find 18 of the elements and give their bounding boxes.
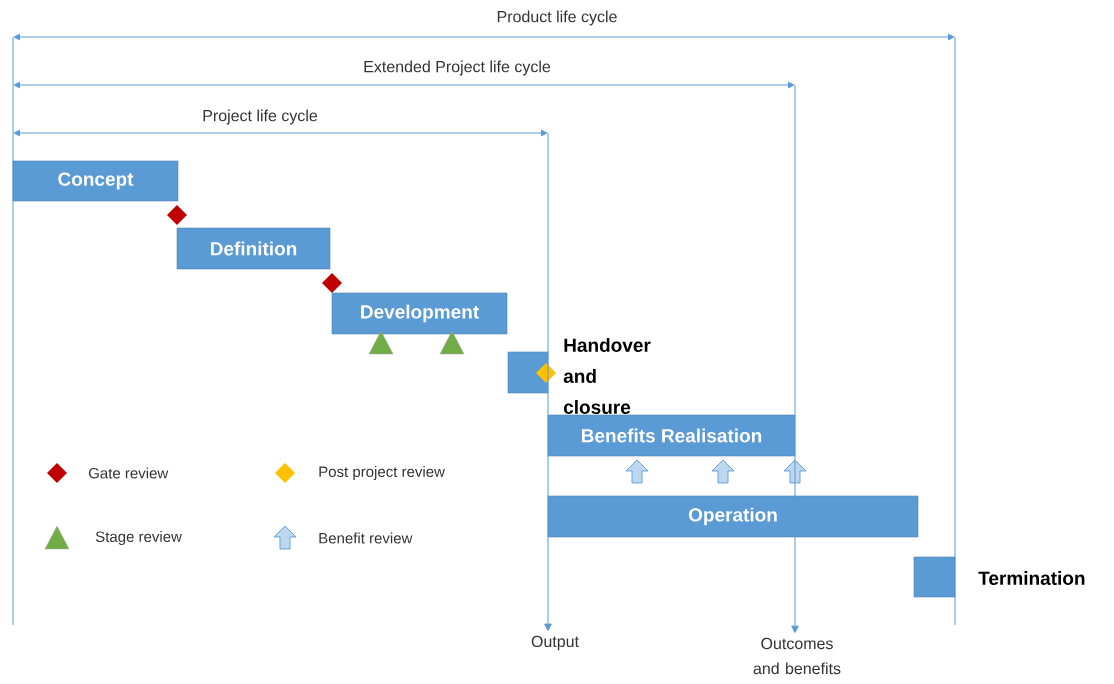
- phase-label: Termination: [978, 571, 1085, 585]
- phase-label: Handover and closure: [563, 338, 651, 414]
- dimension-label: Product life cycle: [497, 10, 617, 26]
- legend-label: Gate review: [88, 467, 169, 479]
- phase-bar: Definition: [176, 227, 331, 270]
- phase-bar: Concept: [12, 160, 179, 202]
- phase-bar: Operation: [547, 495, 919, 538]
- legend-label: Benefit review: [319, 532, 413, 544]
- dimension-label: Project life cycle: [203, 109, 318, 125]
- legend-label: Stage review: [95, 531, 182, 545]
- phase-bar: Development: [331, 292, 508, 335]
- arrow: [791, 84, 799, 633]
- arrow: [544, 132, 552, 631]
- legend-label: Post project review: [319, 466, 445, 480]
- phase-bar: Benefits Realisation: [547, 414, 796, 457]
- output-label: Output: [531, 635, 579, 651]
- dimension-label: Extended Project life cycle: [364, 60, 551, 76]
- output-label: Outcomes and benefits: [753, 637, 841, 675]
